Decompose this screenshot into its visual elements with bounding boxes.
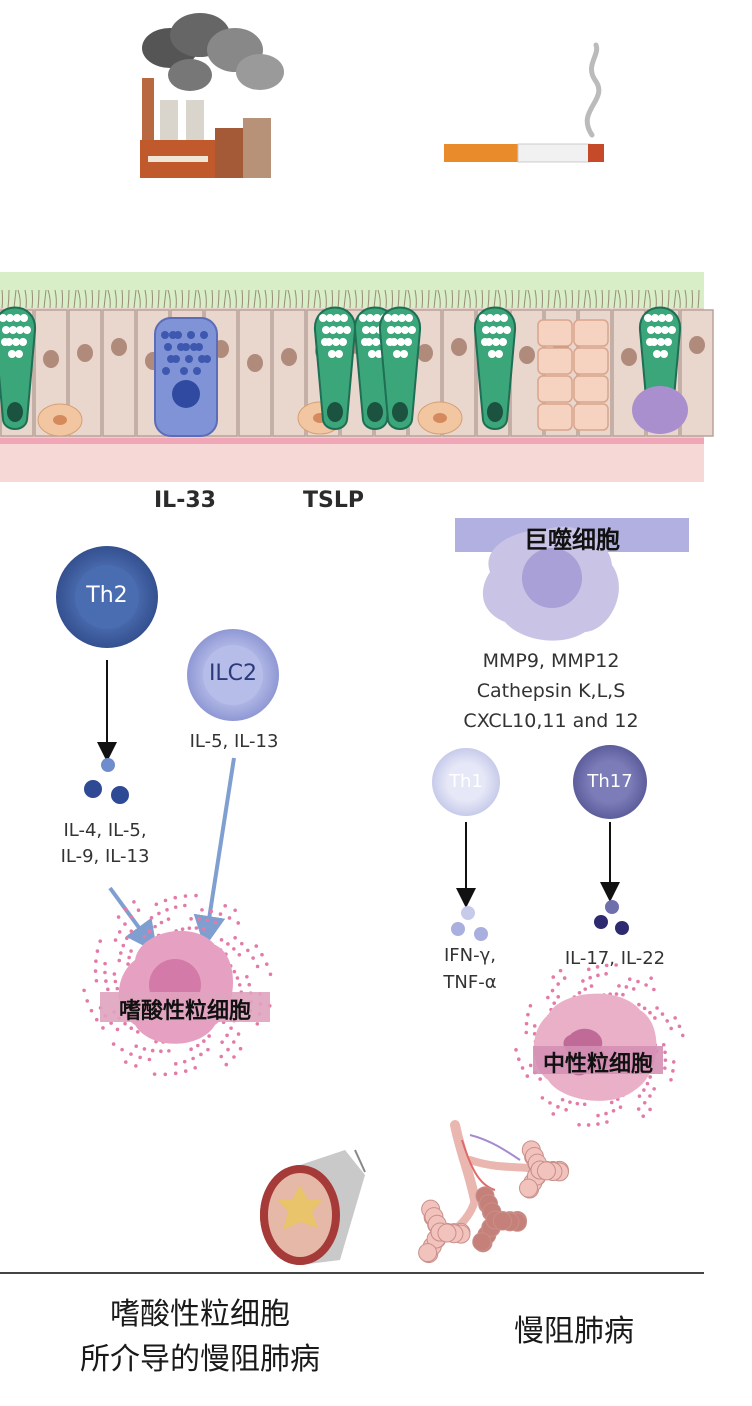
neutrophil-label-band <box>533 1046 663 1074</box>
neutrophil-cell <box>514 963 685 1127</box>
ilc2-cell <box>187 629 279 721</box>
lung-alveoli-icon <box>418 1120 569 1264</box>
macrophage-products-line1: MMP9, MMP12 <box>482 650 620 672</box>
bottom-left-line1: 嗜酸性粒细胞 <box>110 1297 290 1332</box>
th2-cell <box>56 546 158 648</box>
bottom-right-label: 慢阻肺病 <box>514 1314 634 1349</box>
th17-cytokine-dots <box>594 900 629 935</box>
eosinophil-label-band <box>100 992 270 1022</box>
th17-cell <box>573 745 647 819</box>
th1-cytokines-line1: IFN-γ, <box>444 945 496 966</box>
neutrophil-label: 中性粒细胞 <box>542 1052 653 1077</box>
th17-cytokines: IL-17, IL-22 <box>564 948 666 969</box>
th2-label: Th2 <box>86 583 128 608</box>
th1-cytokines-line2: TNF-α <box>443 972 497 993</box>
bottom-left-line2: 所介导的慢阻肺病 <box>80 1342 320 1377</box>
th2-cytokine-dots <box>84 758 129 804</box>
macrophage-label: 巨噬细胞 <box>524 526 620 554</box>
ilc2-cytokines: IL-5, IL-13 <box>189 731 279 752</box>
th2-cytokines-line1: IL-4, IL-5, <box>63 820 147 841</box>
eosinophil-cell <box>82 893 273 1077</box>
tslp-label: TSLP <box>303 488 364 513</box>
macrophage-products-line3: CXCL10,11 and 12 <box>463 710 639 732</box>
th2-to-eosinophil-arrow <box>108 886 158 953</box>
il33-label: IL-33 <box>154 488 216 513</box>
ilc2-label: ILC2 <box>208 661 258 686</box>
airway-tube-icon <box>260 1149 366 1265</box>
eosinophil-label: 嗜酸性粒细胞 <box>118 999 251 1024</box>
th17-label: Th17 <box>587 771 633 792</box>
macrophage-cell <box>482 526 619 641</box>
th2-cytokines-line2: IL-9, IL-13 <box>60 846 150 867</box>
macrophage-products-line2: Cathepsin K,L,S <box>476 680 626 702</box>
th1-cell <box>432 748 500 816</box>
ilc2-to-eosinophil-arrow <box>193 757 236 948</box>
epithelium-layer <box>0 272 714 482</box>
factory-icon <box>140 13 284 178</box>
cigarette-icon <box>444 42 604 163</box>
th1-cytokine-dots <box>451 906 488 941</box>
th1-label: Th1 <box>449 771 483 792</box>
